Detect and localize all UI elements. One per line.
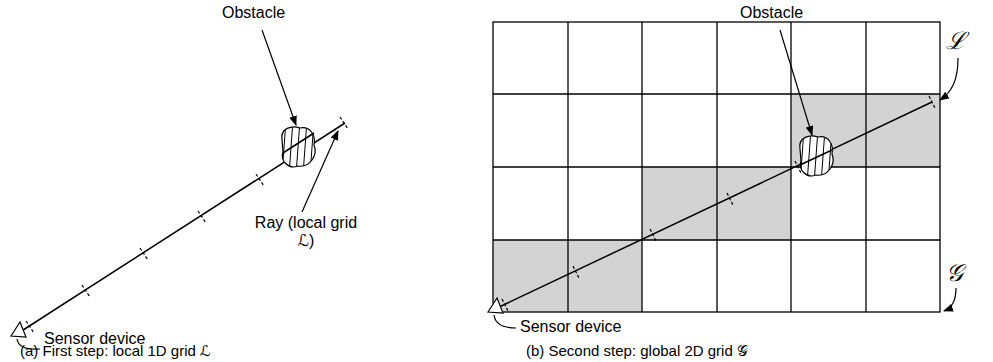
leader-line <box>780 30 812 135</box>
caption: (b) Second step: global 2D grid 𝒢 <box>526 342 748 360</box>
ray-ticks <box>502 96 935 311</box>
grid-symbol: 𝒢 <box>946 260 963 286</box>
obstacle-label: Obstacle <box>740 4 803 22</box>
leader-line <box>302 131 338 212</box>
ray-line <box>497 102 932 308</box>
leader-line <box>262 30 296 125</box>
obstacle-blob <box>800 129 833 184</box>
ray-label: Ray (local grid ℒ) <box>248 214 364 250</box>
obstacle-label: Obstacle <box>222 4 285 22</box>
caption: (a) First step: local 1D grid ℒ <box>20 342 211 360</box>
leader-line <box>944 288 956 311</box>
grid <box>493 22 940 312</box>
obstacle-blob <box>282 120 315 175</box>
leader-line <box>494 315 516 328</box>
panel-a <box>11 30 348 349</box>
grid-symbol: ℒ <box>946 28 966 54</box>
panel-b <box>488 22 958 328</box>
sensor-symbol <box>11 322 26 337</box>
leader-line <box>940 58 958 100</box>
sensor-label: Sensor device <box>520 318 621 336</box>
sensor-symbol <box>488 298 503 313</box>
